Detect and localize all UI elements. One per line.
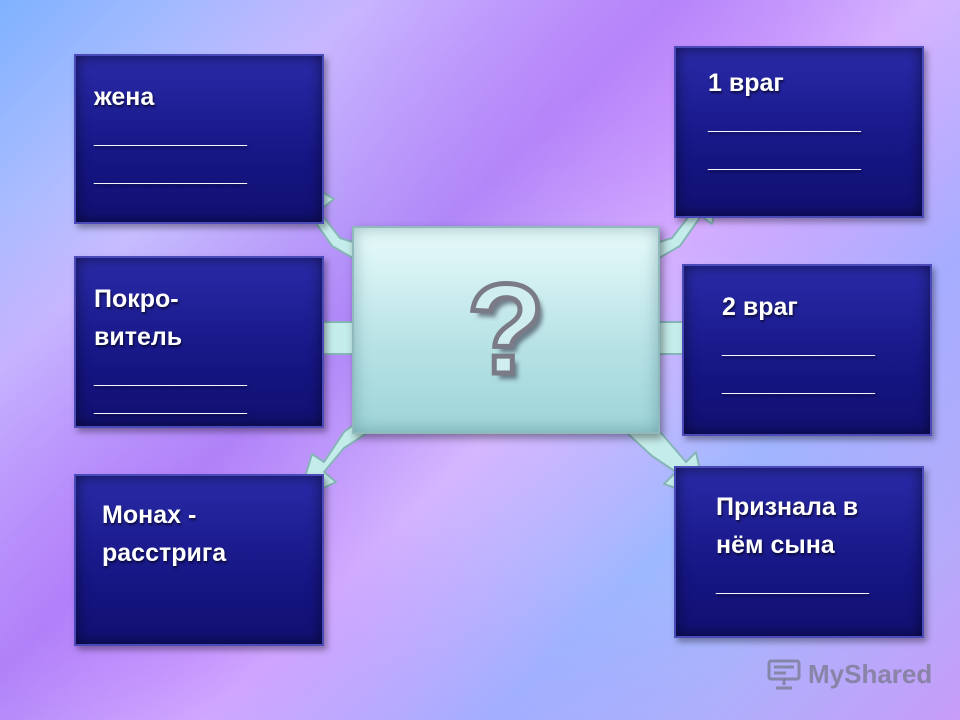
answer-blank: ___________: [94, 361, 247, 389]
watermark-text: MyShared: [808, 658, 933, 689]
center-question-box: ?: [352, 226, 660, 434]
answer-blank: ___________: [708, 145, 861, 173]
box-recognized-son-label-part1: Признала в: [716, 493, 859, 521]
answer-blank: ___________: [722, 331, 875, 359]
answer-blank: ___________: [94, 121, 247, 149]
box-recognized-son: Признала в нём сына ___________: [674, 466, 924, 638]
box-monk: Монах - расстрига: [74, 474, 324, 646]
box-monk-label-part2: расстрига: [102, 539, 227, 567]
watermark-logo: MyShared: [766, 654, 932, 694]
box-wife: жена ___________ ___________: [74, 54, 324, 224]
box-patron-label-part1: Покро-: [94, 285, 179, 313]
answer-blank: ___________: [94, 389, 247, 417]
box-enemy-1: 1 враг ___________ ___________: [674, 46, 924, 218]
box-patron-label-part2: витель: [94, 323, 183, 351]
box-wife-label: жена: [94, 83, 155, 111]
box-patron: Покро- витель ___________ ___________: [74, 256, 324, 428]
answer-blank: ___________: [708, 107, 861, 135]
answer-blank: ___________: [722, 369, 875, 397]
box-recognized-son-label-part2: нём сына: [716, 531, 835, 559]
box-monk-label-part1: Монах -: [102, 501, 197, 529]
question-mark: ?: [464, 258, 547, 401]
box-enemy-1-label: 1 враг: [708, 69, 784, 97]
answer-blank: ___________: [94, 159, 247, 187]
answer-blank: ___________: [716, 569, 869, 597]
box-enemy-2-label: 2 враг: [722, 293, 798, 321]
box-enemy-2: 2 враг ___________ ___________: [682, 264, 932, 436]
presentation-board-icon: [767, 659, 801, 690]
